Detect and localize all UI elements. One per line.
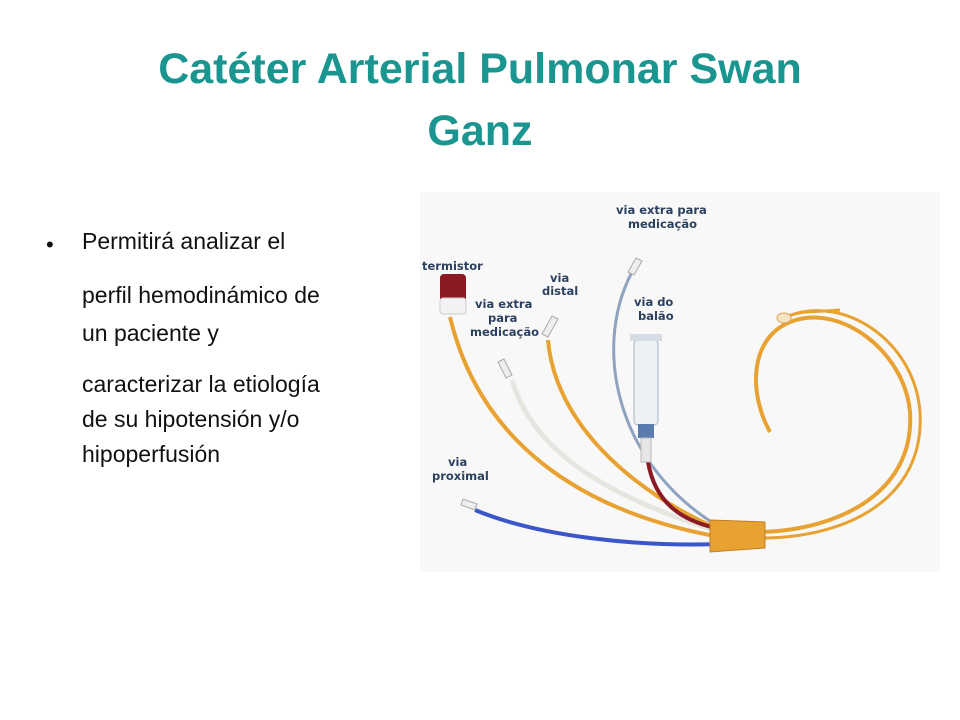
catheter-hub (709, 519, 766, 553)
label-termistor: termistor (422, 259, 483, 273)
extra-mid-connector (497, 358, 513, 379)
syringe-flange (630, 334, 662, 341)
bullet-line-1: Permitirá analizar el (82, 228, 286, 254)
label-extra-top-1: via extra para (616, 203, 707, 217)
title-line-2: Ganz (427, 107, 533, 155)
white-tube (509, 379, 721, 535)
slide-title: Catéter Arterial Pulmonar Swan Ganz (60, 38, 900, 162)
orange-tube-distal (546, 339, 726, 534)
bullet-marker: • (46, 232, 54, 257)
label-distal-1: via (550, 271, 569, 285)
label-proximal-1: via (448, 455, 467, 469)
label-balao-2: balão (638, 309, 674, 323)
label-proximal-2: proximal (432, 469, 489, 483)
label-distal-2: distal (542, 284, 578, 298)
termistor-cap (439, 297, 467, 315)
catheter-coil-outer (754, 315, 913, 534)
blue-tube (474, 508, 721, 547)
label-extra-top-2: medicação (628, 217, 697, 231)
gray-blue-tube (612, 271, 726, 532)
catheter-tip-lead (787, 308, 841, 318)
bullet-line-2: perfil hemodinámico de (82, 282, 320, 308)
bullet-line-4: caracterizar la etiología (82, 371, 320, 397)
label-extra-mid-1: via extra (475, 297, 532, 311)
label-balao-1: via do (634, 295, 673, 309)
label-extra-mid-2: para (488, 311, 517, 325)
catheter-coil-inner (759, 309, 922, 540)
bullet-line-6: hipoperfusión (82, 441, 221, 467)
syringe-valve (638, 424, 654, 438)
catheter-illustration: termistor via extra para medicação via d… (420, 192, 940, 572)
label-extra-mid-3: medicação (470, 325, 539, 339)
bullet-line-5: de su hipotensión y/o (82, 406, 300, 432)
distal-connector (541, 315, 559, 338)
catheter-balloon-tip (776, 312, 792, 324)
title-line-1: Catéter Arterial Pulmonar Swan (158, 45, 802, 93)
bullet-line-3: un paciente y (82, 320, 219, 346)
catheter-figure: termistor via extra para medicação via d… (420, 192, 940, 572)
extra-top-connector (627, 257, 643, 276)
syringe-stopcock (640, 437, 652, 463)
orange-tube-termistor (448, 316, 721, 539)
balloon-syringe (633, 339, 659, 426)
proximal-connector (460, 498, 478, 511)
